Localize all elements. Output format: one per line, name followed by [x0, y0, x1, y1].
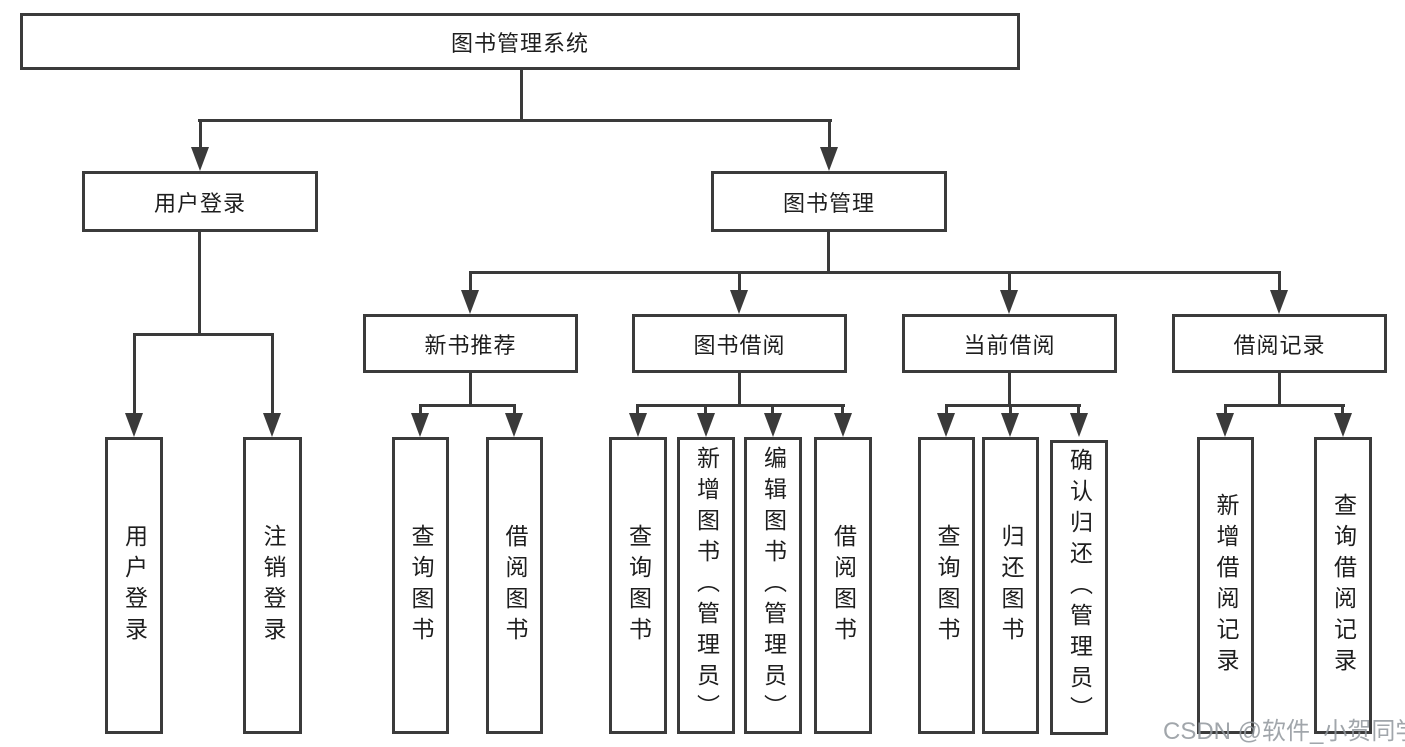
connector-level3-rail	[469, 271, 1281, 274]
connector-nbr-rail	[419, 404, 516, 407]
node-bb-borrow-books: 借阅图书	[814, 437, 872, 734]
arrow-down-icon	[263, 413, 281, 437]
node-ul-user-login-label: 用户登录	[121, 523, 148, 648]
connector-br-stem	[1278, 373, 1281, 406]
node-borrow-records: 借阅记录	[1172, 314, 1387, 373]
arrow-down-icon	[461, 290, 479, 314]
connector-cb-rail	[945, 404, 1081, 407]
connector-drop-br-query	[1341, 404, 1344, 416]
connector-drop-cb-confirm	[1077, 404, 1080, 416]
node-new-book-recommend-label: 新书推荐	[424, 332, 517, 358]
arrow-down-icon	[834, 413, 852, 437]
node-book-management-label: 图书管理	[782, 190, 875, 216]
node-cb-query-books: 查询图书	[918, 437, 975, 734]
node-cb-return-books-label: 归还图书	[998, 523, 1024, 648]
node-bb-borrow-books-label: 借阅图书	[830, 523, 857, 648]
node-book-borrow: 图书借阅	[632, 314, 847, 373]
connector-cb-stem	[1008, 373, 1011, 406]
watermark: CSDN @软件_小贺同学	[1163, 718, 1405, 745]
node-bb-edit-books-admin-label: 编辑图书（管理员）	[760, 446, 787, 725]
connector-user-login-stem	[198, 232, 201, 335]
node-nbr-borrow-books-label: 借阅图书	[502, 523, 528, 648]
connector-drop-ul-login	[133, 333, 136, 413]
node-bb-add-books-admin-label: 新增图书（管理员）	[693, 446, 720, 725]
connector-drop-cb-query	[945, 404, 948, 416]
node-bb-query-books: 查询图书	[609, 437, 667, 734]
arrow-down-icon	[191, 147, 209, 171]
node-ul-user-login: 用户登录	[105, 437, 163, 734]
arrow-down-icon	[1334, 413, 1352, 437]
connector-drop-book-borrow	[738, 271, 741, 293]
node-cb-return-books: 归还图书	[982, 437, 1039, 734]
node-cb-query-books-label: 查询图书	[934, 523, 960, 648]
connector-drop-current-borrow	[1008, 271, 1011, 293]
arrow-down-icon	[1070, 413, 1088, 437]
node-book-borrow-label: 图书借阅	[693, 332, 786, 358]
arrow-down-icon	[1270, 290, 1288, 314]
node-br-query-record-label: 查询借阅记录	[1330, 492, 1357, 679]
connector-drop-bb-query	[636, 404, 639, 416]
arrow-down-icon	[937, 413, 955, 437]
arrow-down-icon	[697, 413, 715, 437]
arrow-down-icon	[505, 413, 523, 437]
node-bb-add-books-admin: 新增图书（管理员）	[677, 437, 735, 734]
connector-drop-book-mgmt	[828, 119, 831, 151]
connector-root-stem	[520, 70, 523, 122]
arrow-down-icon	[1001, 413, 1019, 437]
node-borrow-records-label: 借阅记录	[1233, 332, 1326, 358]
connector-drop-user-login	[199, 119, 202, 151]
connector-user-login-rail	[133, 333, 274, 336]
node-nbr-borrow-books: 借阅图书	[486, 437, 543, 734]
node-new-book-recommend: 新书推荐	[363, 314, 578, 373]
connector-nbr-stem	[469, 373, 472, 406]
node-bb-query-books-label: 查询图书	[625, 523, 652, 648]
connector-drop-cb-return	[1009, 404, 1012, 416]
node-nbr-query-books: 查询图书	[392, 437, 449, 734]
arrow-down-icon	[730, 290, 748, 314]
arrow-down-icon	[820, 147, 838, 171]
node-cb-confirm-return-admin: 确认归还（管理员）	[1050, 440, 1108, 735]
connector-drop-ul-logout	[271, 333, 274, 413]
arrow-down-icon	[1216, 413, 1234, 437]
node-nbr-query-books-label: 查询图书	[408, 523, 434, 648]
connector-drop-borrow-records	[1278, 271, 1281, 293]
connector-book-mgmt-stem	[827, 232, 830, 273]
arrow-down-icon	[629, 413, 647, 437]
node-cb-confirm-return-admin-label: 确认归还（管理员）	[1066, 448, 1093, 727]
connector-drop-bb-add	[704, 404, 707, 416]
node-ul-logout: 注销登录	[243, 437, 302, 734]
node-br-add-record: 新增借阅记录	[1197, 437, 1254, 734]
connector-bb-rail	[636, 404, 845, 407]
connector-drop-nbr-query	[419, 404, 422, 416]
arrow-down-icon	[764, 413, 782, 437]
connector-bb-stem	[738, 373, 741, 406]
node-root: 图书管理系统	[20, 13, 1020, 70]
node-bb-edit-books-admin: 编辑图书（管理员）	[744, 437, 802, 734]
connector-drop-br-add	[1224, 404, 1227, 416]
node-root-label: 图书管理系统	[450, 30, 589, 56]
node-br-query-record: 查询借阅记录	[1314, 437, 1372, 734]
arrow-down-icon	[125, 413, 143, 437]
node-br-add-record-label: 新增借阅记录	[1213, 492, 1239, 679]
connector-drop-nbr-borrow	[513, 404, 516, 416]
connector-drop-bb-borrow	[841, 404, 844, 416]
node-book-management: 图书管理	[711, 171, 947, 232]
node-ul-logout-label: 注销登录	[260, 523, 286, 648]
node-current-borrow: 当前借阅	[902, 314, 1117, 373]
arrow-down-icon	[1000, 290, 1018, 314]
arrow-down-icon	[411, 413, 429, 437]
connector-drop-new-book-rec	[469, 271, 472, 293]
connector-drop-bb-edit	[771, 404, 774, 416]
node-user-login-label: 用户登录	[153, 190, 246, 216]
node-current-borrow-label: 当前借阅	[963, 332, 1056, 358]
node-user-login: 用户登录	[82, 171, 318, 232]
connector-level2-rail	[198, 119, 832, 122]
connector-br-rail	[1224, 404, 1345, 407]
